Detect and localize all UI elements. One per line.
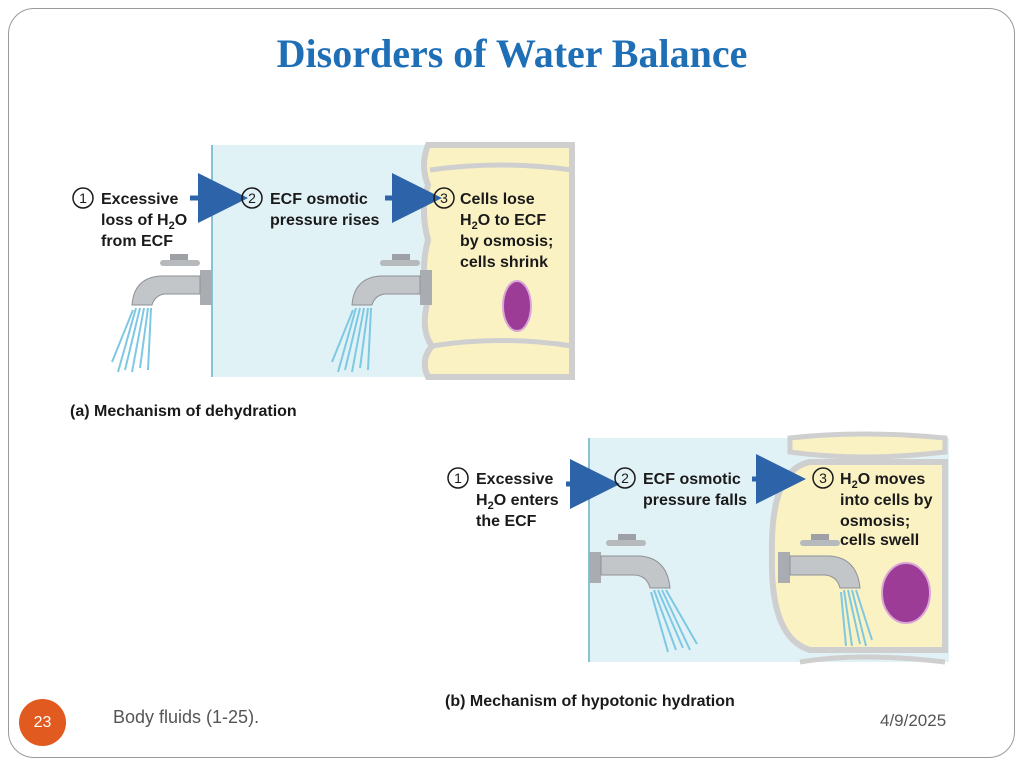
step-text: ECF osmotic (643, 471, 741, 488)
step-3-label: 3 Cells lose H2O to ECF by osmosis; cell… (433, 187, 553, 271)
faucet-handle (392, 254, 410, 262)
step-text: H2O moves (840, 471, 925, 491)
cell-stack (768, 431, 948, 665)
faucet-base (420, 270, 432, 305)
step-text: pressure falls (643, 492, 747, 509)
cell-junction (431, 338, 573, 349)
panel-a-caption: (a) Mechanism of dehydration (70, 403, 297, 420)
faucet-base (589, 552, 601, 583)
step-text: cells shrink (460, 254, 548, 271)
step-number: 3 (440, 190, 448, 206)
faucet-icon (351, 254, 432, 306)
step-number: 1 (79, 190, 87, 206)
slide-title: Disorders of Water Balance (276, 31, 748, 76)
faucet-icon (131, 254, 212, 306)
step-number: 2 (248, 190, 256, 206)
step-1-label: 1 Excessive loss of H2O from ECF (72, 187, 187, 250)
cell-top (787, 431, 948, 460)
step-number: 1 (454, 470, 462, 486)
faucet-base (200, 270, 212, 305)
panel-b-caption: (b) Mechanism of hypotonic hydration (445, 693, 735, 710)
step-number-icon (812, 467, 834, 489)
faucet-base (778, 552, 790, 583)
step-2-label: 2 ECF osmotic pressure rises (241, 187, 380, 229)
water-stream-icon (650, 589, 698, 653)
step-text: from ECF (101, 233, 173, 250)
step-number: 2 (621, 470, 629, 486)
step-1-label: 1 Excessive H2O enters the ECF (447, 467, 559, 530)
faucet-icon (589, 534, 671, 589)
step-text: by osmosis; (460, 233, 553, 250)
step-number-icon (72, 187, 94, 209)
step-number-icon (433, 187, 455, 209)
step-number-icon (447, 467, 469, 489)
step-text: loss of H2O (101, 212, 187, 232)
cell-junction (799, 654, 946, 665)
step-text: osmosis; (840, 513, 910, 530)
step-number: 3 (819, 470, 827, 486)
faucet-spout (351, 275, 421, 306)
faucet-spout (131, 275, 201, 306)
faucet-spout (789, 555, 861, 589)
faucet-icon (778, 534, 861, 589)
swollen-nucleus (881, 562, 931, 624)
water-stream-icon (331, 307, 372, 373)
step-text: H2O enters (476, 492, 559, 512)
faucet-handle (170, 254, 188, 262)
page-number-badge: 23 (19, 699, 66, 746)
footer-text: Body fluids (1-25). (113, 707, 260, 727)
step-3-label: 3 H2O moves into cells by osmosis; cells… (812, 467, 933, 549)
step-text: the ECF (476, 513, 537, 530)
faucet-handle (380, 260, 420, 266)
step-text: ECF osmotic (270, 191, 368, 208)
panel-a: 1 Excessive loss of H2O from ECF 2 ECF o… (70, 142, 575, 420)
cell-stack (421, 142, 575, 380)
step-text: H2O to ECF (460, 212, 546, 232)
step-text: into cells by (840, 492, 933, 509)
step-number-icon (241, 187, 263, 209)
step-text: cells swell (840, 532, 919, 549)
step-text: Excessive (476, 471, 554, 488)
step-text: pressure rises (270, 212, 380, 229)
step-number-icon (614, 467, 636, 489)
shrunken-nucleus (502, 280, 532, 332)
footer-date: 4/9/2025 (880, 711, 947, 730)
step-text: Cells lose (460, 191, 535, 208)
faucet-handle (618, 534, 636, 542)
slide-frame (8, 8, 1015, 758)
panel-b: 1 Excessive H2O enters the ECF 2 ECF osm… (445, 431, 949, 710)
water-stream-icon (840, 589, 873, 647)
faucet-handle (811, 534, 829, 542)
step-2-label: 2 ECF osmotic pressure falls (614, 467, 747, 509)
faucet-handle (160, 260, 200, 266)
cell-junction (429, 162, 573, 173)
water-stream-icon (111, 307, 152, 373)
faucet-handle (800, 540, 840, 546)
faucet-spout (600, 555, 671, 589)
step-text: Excessive (101, 191, 179, 208)
faucet-handle (606, 540, 646, 546)
